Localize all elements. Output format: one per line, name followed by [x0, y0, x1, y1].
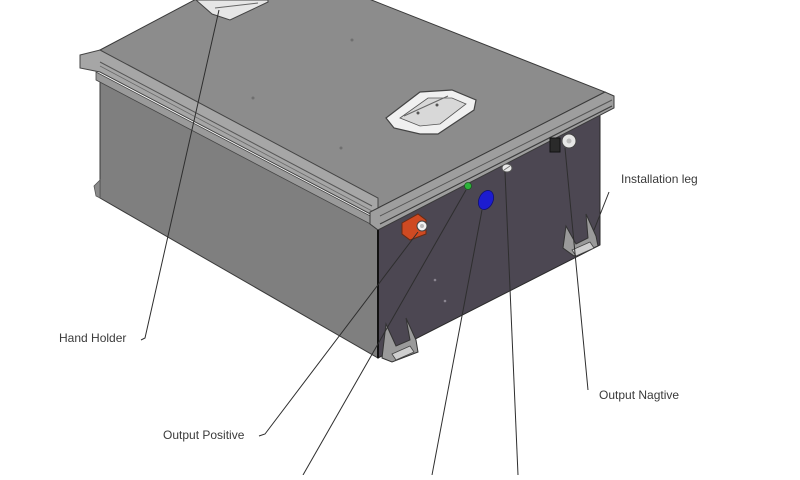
small-switch: [501, 163, 513, 173]
leader-output-negative: [564, 147, 589, 391]
positive-terminal: [401, 213, 428, 241]
leader-small-switch: [504, 171, 519, 476]
leader-hand-holder: [140, 9, 220, 341]
negative-terminal: [549, 133, 577, 153]
leader-indicator-led: [302, 189, 467, 476]
label-output-positive: Output Positive: [163, 428, 245, 442]
rear-left-tab: [93, 179, 101, 199]
leader-blue-port: [431, 209, 483, 476]
blue-port: [477, 190, 495, 210]
leader-installation-leg: [593, 191, 610, 231]
leader-output-positive: [258, 231, 419, 437]
indicator-led: [464, 182, 472, 190]
lid-rim-front: [369, 91, 615, 231]
installation-leg-right: [562, 213, 599, 257]
hand-holder-front: [385, 89, 477, 135]
installation-leg-left: [381, 317, 419, 363]
label-output-negative: Output Nagtive: [599, 388, 680, 402]
label-installation-leg: Installation leg: [621, 172, 698, 186]
hand-holder-top: [195, 0, 269, 21]
leader-lines: [140, 9, 610, 476]
label-hand-holder: Hand Holder: [59, 331, 127, 345]
